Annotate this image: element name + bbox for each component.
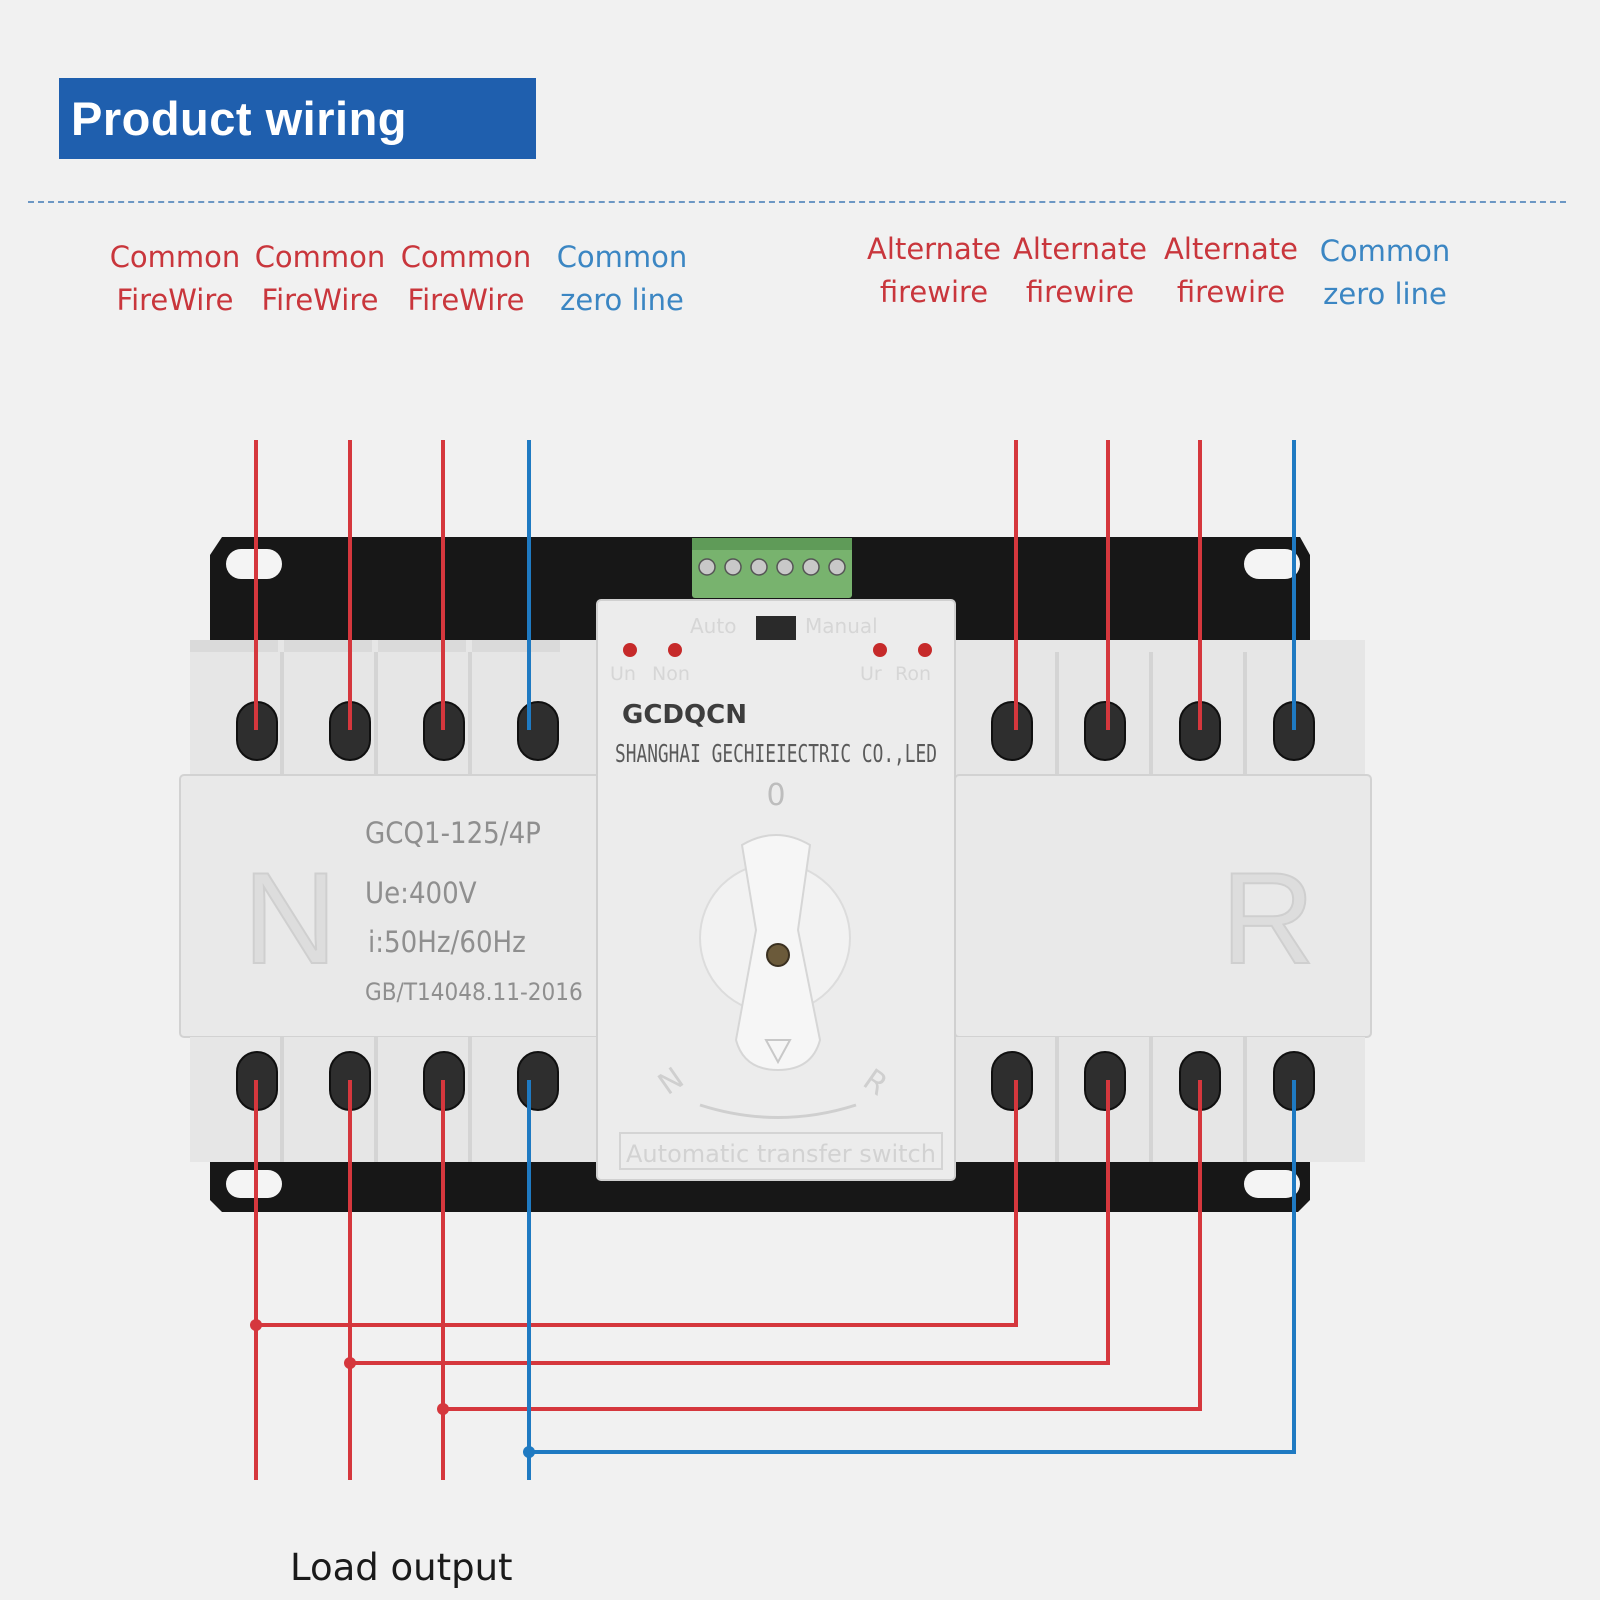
led-ron-label: Ron	[895, 663, 931, 685]
rated-frequency: i:50Hz/60Hz	[368, 925, 526, 959]
led-non-label: Non	[652, 663, 690, 685]
load-output-fire-2	[344, 1080, 1110, 1480]
bottom-plate-label: Automatic transfer switch	[626, 1140, 936, 1168]
load-output-fire-1	[250, 1080, 1018, 1480]
load-output-zero	[523, 1080, 1296, 1480]
mode-manual-label: Manual	[805, 614, 878, 638]
rated-voltage: Ue:400V	[365, 876, 477, 910]
load-output-label: Load output	[290, 1546, 513, 1589]
load-output-fire-3	[437, 1080, 1202, 1480]
company-name: SHANGHAI GECHIEIECTRIC CO.,LED	[615, 739, 937, 768]
brand-name: GCDQCN	[622, 700, 747, 730]
center-control-module	[596, 599, 956, 1181]
dashed-divider	[28, 201, 1566, 203]
standard-number: GB/T14048.11-2016	[365, 978, 583, 1006]
led-un-label: Un	[610, 663, 636, 685]
side-letter-n: N	[243, 845, 337, 991]
side-letter-r: R	[1221, 845, 1315, 991]
model-number: GCQ1-125/4P	[365, 816, 541, 850]
control-terminal-block	[692, 538, 852, 598]
terminal-screws-top	[236, 701, 1315, 761]
position-zero-label: 0	[766, 778, 785, 813]
section-title: Product wiring	[59, 78, 536, 159]
mode-auto-label: Auto	[690, 614, 736, 638]
led-ur-label: Ur	[860, 663, 882, 685]
